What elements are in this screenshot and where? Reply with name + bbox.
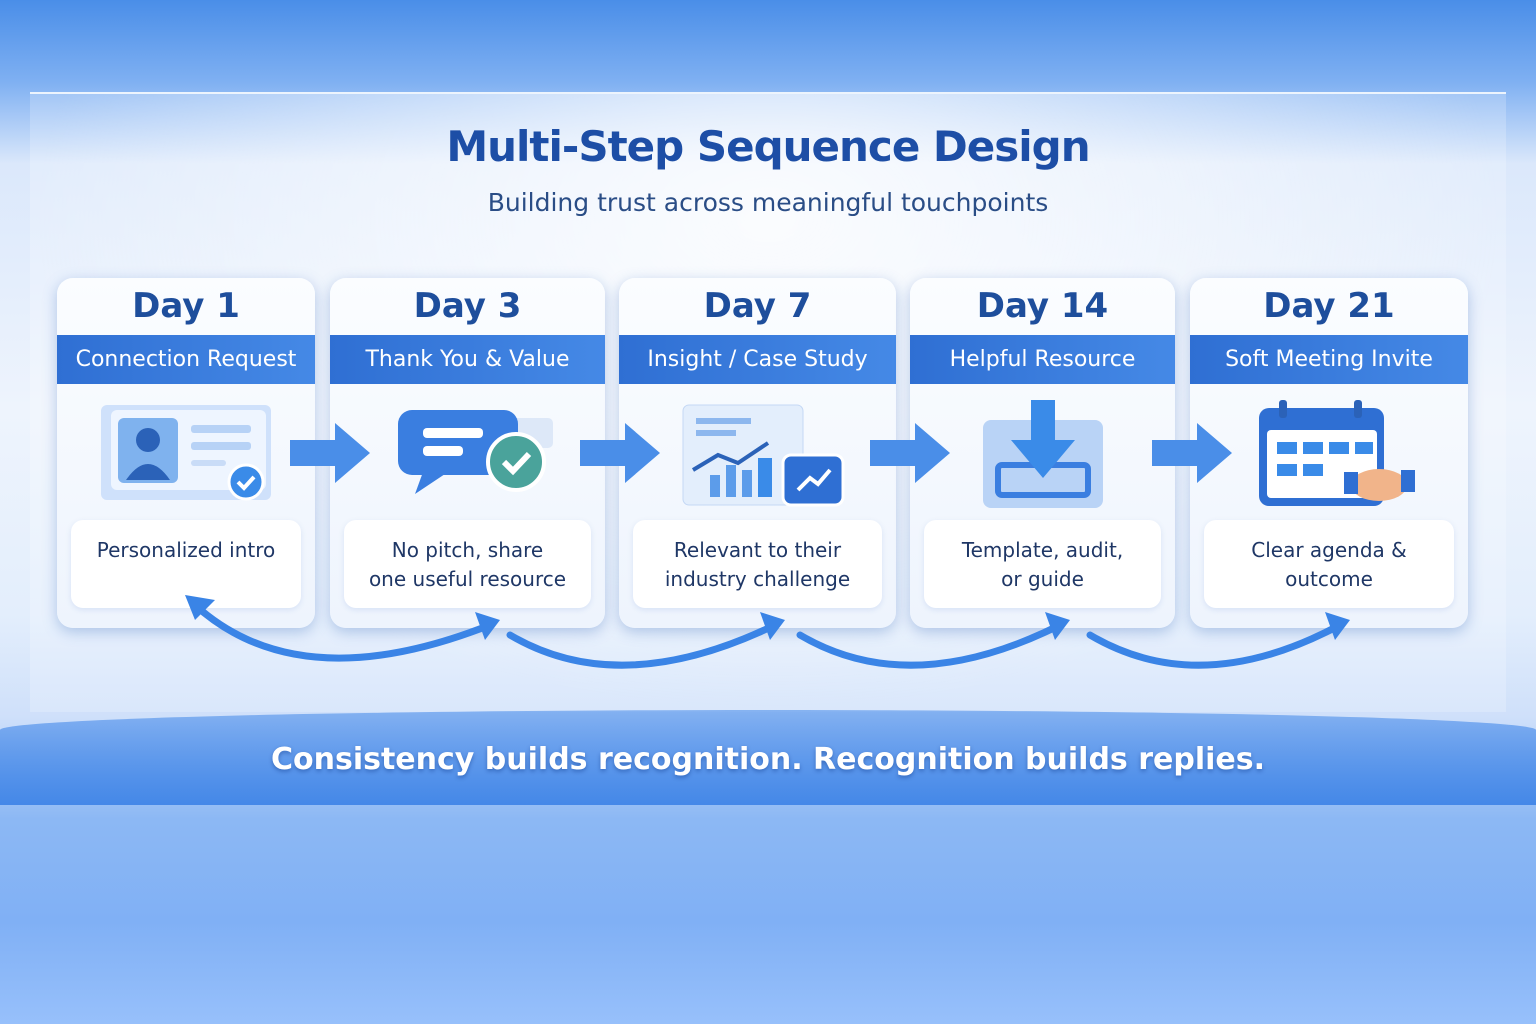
step-card-day-21: Day 21 Soft Meeting Invite Clear agenda … — [1190, 278, 1468, 628]
calendar-handshake-icon — [1259, 400, 1415, 506]
download-icon — [982, 400, 1103, 508]
step-day: Day 7 — [703, 286, 812, 326]
arrow-right-icon — [1152, 423, 1232, 483]
step-card-day-1: Day 1 Connection Request Personalized in… — [57, 278, 315, 628]
arrow-right-icon — [290, 423, 370, 483]
arrow-right-icon — [580, 423, 660, 483]
page-subtitle: Building trust across meaningful touchpo… — [487, 188, 1049, 217]
chat-check-icon — [397, 410, 553, 494]
step-card-day-7: Day 7 Insight / Case Study Relevant to t… — [619, 278, 896, 628]
arrow-right-icon — [870, 423, 950, 483]
step-description: Clear agenda &outcome — [1204, 520, 1454, 608]
profile-card-icon — [101, 405, 271, 501]
step-day: Day 1 — [132, 286, 240, 326]
step-label: Helpful Resource — [910, 335, 1175, 384]
step-label: Soft Meeting Invite — [1190, 335, 1468, 384]
footer-banner — [0, 710, 1536, 805]
step-card-day-14: Day 14 Helpful Resource Template, audit,… — [910, 278, 1175, 628]
page-title: Multi-Step Sequence Design — [446, 122, 1090, 171]
step-day: Day 21 — [1263, 286, 1395, 326]
footer-tagline: Consistency builds recognition. Recognit… — [270, 742, 1265, 777]
chart-report-icon — [682, 404, 844, 507]
step-label: Connection Request — [57, 335, 315, 384]
step-day: Day 14 — [976, 286, 1109, 326]
step-description: Template, audit,or guide — [924, 520, 1161, 608]
curved-flow-arrows — [185, 595, 1350, 669]
step-day: Day 3 — [413, 286, 522, 326]
step-label: Insight / Case Study — [619, 335, 896, 384]
step-description: Personalized intro — [71, 520, 301, 608]
step-label: Thank You & Value — [330, 335, 605, 384]
